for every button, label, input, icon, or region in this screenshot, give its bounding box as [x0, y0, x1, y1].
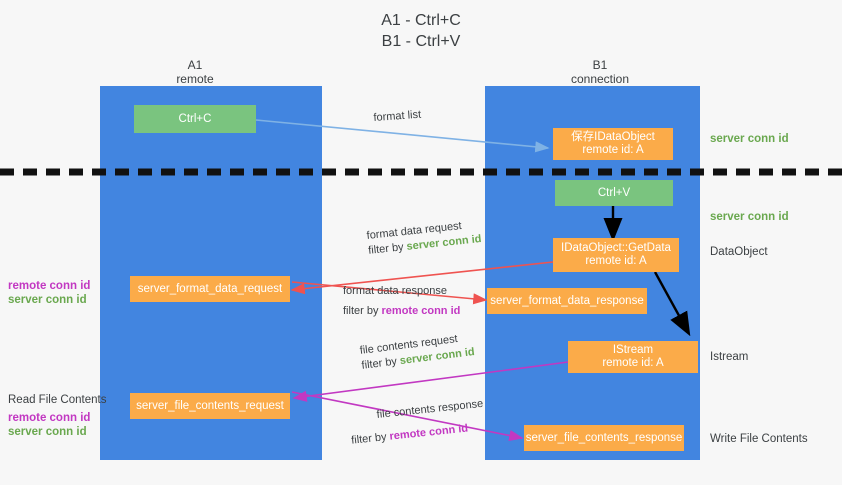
annotation-left-server-conn-id-2: server conn id [8, 426, 87, 438]
box-server-format-data-response[interactable]: server_format_data_response [487, 288, 647, 314]
box-ctrl-v[interactable]: Ctrl+V [555, 180, 673, 206]
annotation-left-conn-ids-bottom: remote conn id server conn id [8, 411, 90, 439]
diagram-title: A1 - Ctrl+C B1 - Ctrl+V [0, 10, 842, 52]
title-line-1: A1 - Ctrl+C [381, 12, 461, 29]
filter-by-prefix-1: filter by [367, 240, 408, 257]
annotation-left-remote-conn-id-2: remote conn id [8, 412, 91, 424]
box-idataobject-getdata[interactable]: IDataObject::GetData remote id: A [553, 238, 679, 272]
annotation-left-server-conn-id-1: server conn id [8, 294, 87, 306]
lane-header-b1: B1 connection [535, 58, 665, 86]
box-save-idataobject[interactable]: 保存IDataObject remote id: A [553, 128, 673, 160]
box-istream-line1: IStream [612, 344, 654, 356]
annotation-right-server-conn-id-mid: server conn id [710, 211, 789, 223]
box-server-format-data-response-label: server_format_data_response [490, 294, 644, 307]
filter-by-value-2: remote conn id [381, 305, 461, 317]
box-server-file-contents-request[interactable]: server_file_contents_request [130, 393, 290, 419]
box-server-format-data-request-label: server_format_data_request [137, 282, 283, 295]
box-istream[interactable]: IStream remote id: A [568, 341, 698, 373]
annotation-right-server-conn-id-top: server conn id [710, 133, 789, 145]
annotation-istream: Istream [710, 351, 749, 363]
box-save-idataobject-line2: remote id: A [582, 144, 644, 156]
edge-label-format-data-response-line2: filter by remote conn id [343, 304, 460, 319]
lane-a1-sub: remote [176, 72, 214, 86]
edge-label-file-contents-request: file contents request filter by server c… [359, 330, 476, 374]
box-istream-line2: remote id: A [602, 357, 664, 369]
lane-b1-sub: connection [570, 72, 630, 86]
box-ctrl-c[interactable]: Ctrl+C [134, 105, 256, 133]
edge-label-format-data-response-line1: format data response [343, 285, 447, 297]
box-server-file-contents-request-label: server_file_contents_request [136, 399, 284, 412]
edge-label-format-list-line1: format list [373, 108, 422, 124]
annotation-left-remote-conn-id-1: remote conn id [8, 280, 91, 292]
edge-label-format-data-request: format data request filter by server con… [366, 217, 482, 259]
edge-label-format-data-response: format data response filter by remote co… [343, 284, 460, 319]
edge-label-file-contents-response-line1: file contents response [376, 397, 484, 421]
box-server-file-contents-response-label: server_file_contents_response [525, 431, 683, 444]
annotation-write-file-contents: Write File Contents [710, 433, 808, 445]
lane-header-a1: A1 remote [130, 58, 260, 86]
lane-a1-name: A1 [187, 58, 203, 72]
edge-label-file-contents-response: file contents response filter by remote … [351, 397, 486, 447]
title-line-2: B1 - Ctrl+V [381, 33, 461, 50]
box-ctrl-v-label: Ctrl+V [597, 186, 631, 199]
box-ctrl-c-label: Ctrl+C [178, 112, 212, 125]
box-save-idataobject-line1: 保存IDataObject [571, 131, 655, 143]
edge-label-format-list: format list [373, 108, 422, 126]
annotation-read-file-contents: Read File Contents [8, 394, 107, 406]
edge-label-file-contents-response-line2: filter by remote conn id [351, 420, 487, 449]
filter-by-prefix-3: filter by [360, 355, 401, 372]
box-server-format-data-request[interactable]: server_format_data_request [130, 276, 290, 302]
filter-by-prefix-4: filter by [350, 430, 391, 447]
filter-by-value-4: remote conn id [388, 422, 469, 443]
annotation-left-conn-ids-top: remote conn id server conn id [8, 279, 90, 307]
box-idataobject-getdata-line2: remote id: A [585, 255, 647, 267]
lane-b1-name: B1 [592, 58, 608, 72]
annotation-dataobject: DataObject [710, 246, 768, 258]
box-server-file-contents-response[interactable]: server_file_contents_response [524, 425, 684, 451]
filter-by-prefix-2: filter by [343, 305, 382, 317]
box-idataobject-getdata-line1: IDataObject::GetData [561, 242, 671, 254]
